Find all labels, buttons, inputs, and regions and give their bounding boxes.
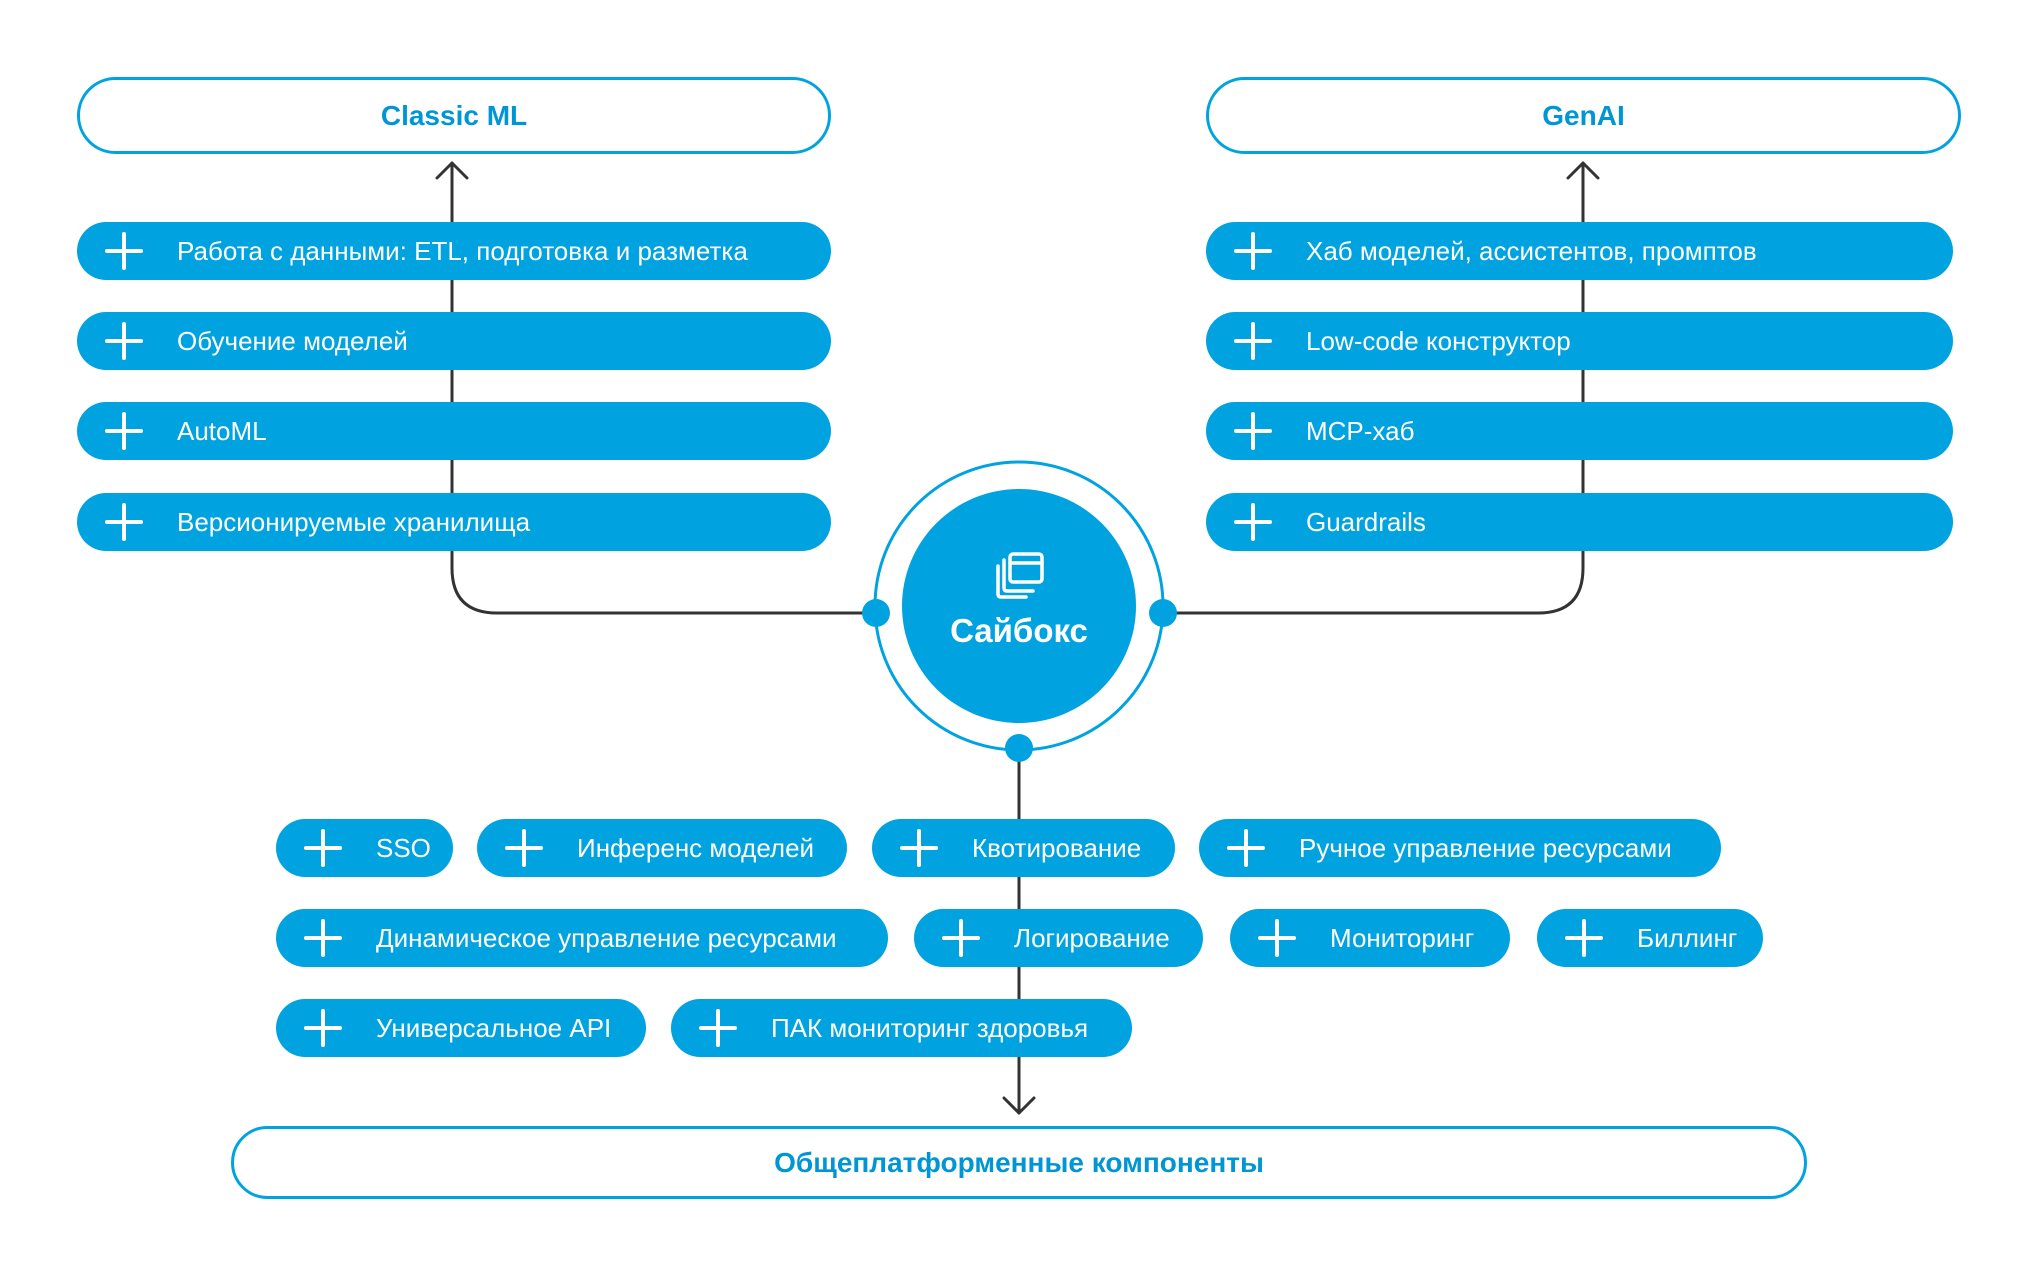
common-item-label: Универсальное API xyxy=(376,1012,612,1043)
common-item-logging: Логирование xyxy=(914,909,1203,967)
classic-ml-header: Classic ML xyxy=(77,77,831,154)
common-item-label: ПАК мониторинг здоровья xyxy=(771,1012,1089,1043)
common-item-manual-resources: Ручное управление ресурсами xyxy=(1199,819,1721,877)
plus-icon xyxy=(699,1009,737,1047)
genai-item-model-hub: Хаб моделей, ассистентов, промптов xyxy=(1206,222,1953,280)
hub-core xyxy=(902,489,1136,723)
classic-ml-title: Classic ML xyxy=(380,99,528,131)
classic-item-model-training: Обучение моделей xyxy=(77,312,831,370)
common-item-label: Квотирование xyxy=(972,832,1142,863)
plus-icon xyxy=(1234,503,1272,541)
plus-icon xyxy=(304,919,342,957)
genai-item-label: Guardrails xyxy=(1306,506,1426,537)
genai-connector xyxy=(1161,161,1585,615)
hub-port-left xyxy=(862,599,890,627)
hub-port-right xyxy=(1149,599,1177,627)
common-item-dynamic-resources: Динамическое управление ресурсами xyxy=(276,909,888,967)
plus-icon xyxy=(105,322,143,360)
classic-item-versioned-storage: Версионируемые хранилища xyxy=(77,493,831,551)
common-item-billing: Биллинг xyxy=(1537,909,1763,967)
common-item-sso: SSO xyxy=(276,819,453,877)
common-components-header: Общеплатформенные компоненты xyxy=(231,1126,1807,1199)
hub-port-bottom xyxy=(1005,734,1033,762)
windows-stack-icon xyxy=(996,552,1044,599)
plus-icon xyxy=(105,412,143,450)
classic-item-automl: AutoML xyxy=(77,402,831,460)
plus-icon xyxy=(1234,412,1272,450)
common-item-label: SSO xyxy=(376,832,431,863)
genai-title: GenAI xyxy=(1542,99,1625,131)
plus-icon xyxy=(1565,919,1603,957)
common-item-label: Логирование xyxy=(1014,922,1170,953)
classic-item-label: AutoML xyxy=(177,415,267,446)
plus-icon xyxy=(942,919,980,957)
common-item-label: Мониторинг xyxy=(1330,922,1475,953)
common-item-health-monitoring: ПАК мониторинг здоровья xyxy=(671,999,1132,1057)
plus-icon xyxy=(304,829,342,867)
common-item-inference: Инференс моделей xyxy=(477,819,847,877)
plus-icon xyxy=(1234,232,1272,270)
classic-item-label: Обучение моделей xyxy=(177,325,408,356)
plus-icon xyxy=(900,829,938,867)
plus-icon xyxy=(105,232,143,270)
plus-icon xyxy=(1258,919,1296,957)
common-item-quotas: Квотирование xyxy=(872,819,1175,877)
common-components-title: Общеплатформенные компоненты xyxy=(774,1146,1264,1178)
genai-item-guardrails: Guardrails xyxy=(1206,493,1953,551)
hub-label: Сайбокс xyxy=(950,612,1088,649)
common-item-label: Биллинг xyxy=(1637,922,1738,953)
common-item-label: Ручное управление ресурсами xyxy=(1299,832,1672,863)
common-arrowhead xyxy=(1002,1096,1036,1115)
genai-item-label: Low-code конструктор xyxy=(1306,325,1571,356)
common-item-label: Инференс моделей xyxy=(577,832,815,863)
common-item-universal-api: Универсальное API xyxy=(276,999,646,1057)
plus-icon xyxy=(1227,829,1265,867)
classic-item-data-work: Работа с данными: ETL, подготовка и разм… xyxy=(77,222,831,280)
common-item-label: Динамическое управление ресурсами xyxy=(376,922,837,953)
plus-icon xyxy=(1234,322,1272,360)
genai-arrowhead xyxy=(1566,161,1600,180)
classic-item-label: Работа с данными: ETL, подготовка и разм… xyxy=(177,235,748,266)
classic-item-label: Версионируемые хранилища xyxy=(177,506,531,537)
genai-item-label: Хаб моделей, ассистентов, промптов xyxy=(1306,235,1757,266)
genai-item-low-code: Low-code конструктор xyxy=(1206,312,1953,370)
plus-icon xyxy=(304,1009,342,1047)
genai-header: GenAI xyxy=(1206,77,1961,154)
plus-icon xyxy=(505,829,543,867)
common-item-monitoring: Мониторинг xyxy=(1230,909,1510,967)
classic-connector xyxy=(450,161,876,615)
genai-item-mcp-hub: MCP-хаб xyxy=(1206,402,1953,460)
genai-item-label: MCP-хаб xyxy=(1306,415,1415,446)
plus-icon xyxy=(105,503,143,541)
classic-arrowhead xyxy=(435,161,469,180)
